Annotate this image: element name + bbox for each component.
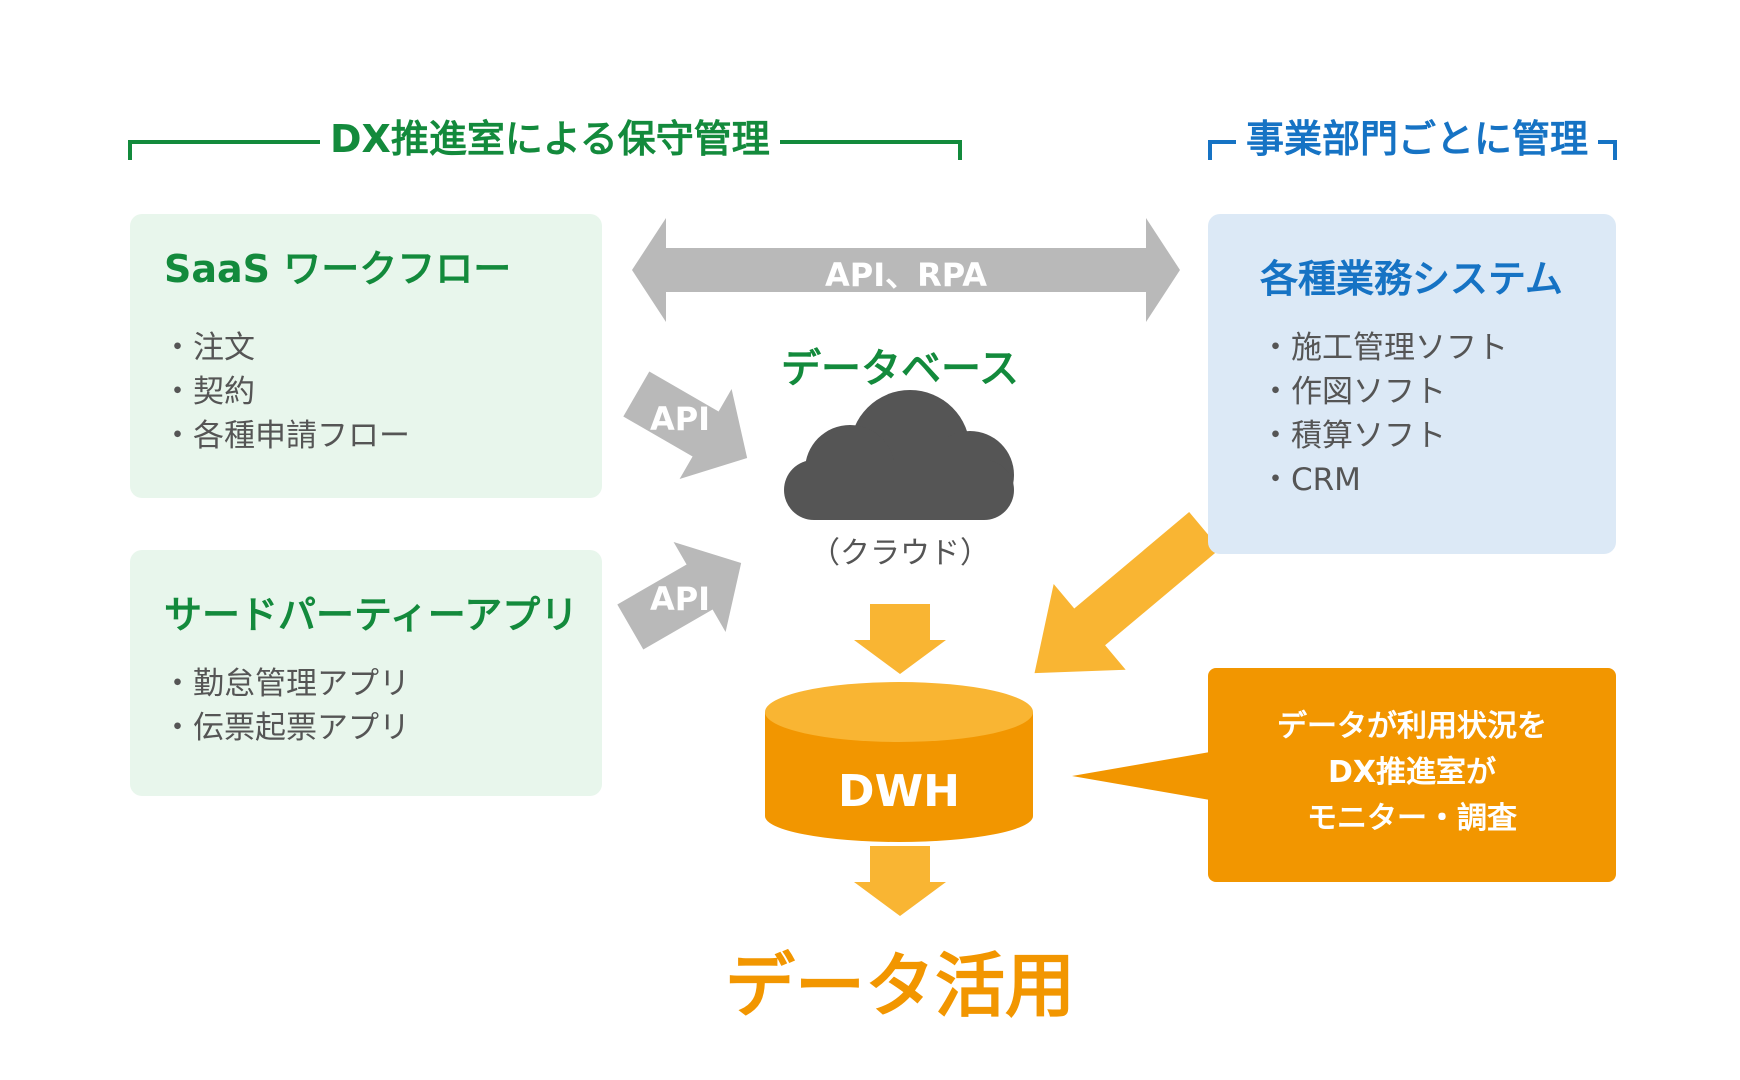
api-rpa-label: API、RPA bbox=[824, 256, 988, 294]
business-systems-panel: 各種業務システム 施工管理ソフト 作図ソフト 積算ソフト CRM bbox=[1208, 214, 1616, 554]
list-item: 施工管理ソフト bbox=[1260, 326, 1508, 370]
api-upper-label: API bbox=[649, 400, 711, 438]
api-arrow-lower-icon bbox=[617, 541, 742, 650]
dx-management-header: DX推進室による保守管理 bbox=[320, 116, 780, 162]
dwh-cylinder-icon bbox=[765, 682, 1033, 842]
third-party-app-list: 勤怠管理アプリ 伝票起票アプリ bbox=[162, 662, 410, 750]
monitoring-callout-text: データが利用状況を DX推進室が モニター・調査 bbox=[1208, 704, 1616, 842]
cloud-to-dwh-arrow-icon bbox=[854, 604, 946, 674]
cloud-icon bbox=[784, 390, 1014, 520]
list-item: CRM bbox=[1260, 458, 1508, 502]
database-title: データベース bbox=[781, 346, 1019, 392]
list-item: 積算ソフト bbox=[1260, 414, 1508, 458]
business-to-dwh-arrow-icon bbox=[1034, 512, 1221, 674]
callout-line-2: DX推進室が bbox=[1327, 755, 1497, 790]
saas-workflow-list: 注文 契約 各種申請フロー bbox=[162, 326, 410, 458]
list-item: 注文 bbox=[162, 326, 410, 370]
business-systems-list: 施工管理ソフト 作図ソフト 積算ソフト CRM bbox=[1260, 326, 1508, 502]
list-item: 作図ソフト bbox=[1260, 370, 1508, 414]
list-item: 各種申請フロー bbox=[162, 414, 410, 458]
third-party-app-panel: サードパーティーアプリ 勤怠管理アプリ 伝票起票アプリ bbox=[130, 550, 602, 796]
api-lower-label: API bbox=[649, 580, 711, 618]
list-item: 伝票起票アプリ bbox=[162, 706, 410, 750]
callout-line-1: データが利用状況を bbox=[1277, 709, 1547, 744]
saas-workflow-title: SaaS ワークフロー bbox=[164, 247, 512, 291]
dwh-to-usage-arrow-icon bbox=[854, 846, 946, 916]
callout-line-3: モニター・調査 bbox=[1307, 801, 1517, 836]
api-arrow-upper-icon bbox=[623, 371, 748, 480]
business-systems-title: 各種業務システム bbox=[1260, 257, 1563, 301]
third-party-app-title: サードパーティーアプリ bbox=[164, 593, 579, 637]
saas-workflow-panel: SaaS ワークフロー 注文 契約 各種申請フロー bbox=[130, 214, 602, 498]
data-usage-title: データ活用 bbox=[725, 945, 1075, 1027]
list-item: 契約 bbox=[162, 370, 410, 414]
api-rpa-double-arrow-icon bbox=[632, 218, 1180, 322]
dwh-label: DWH bbox=[838, 766, 960, 817]
monitoring-callout-shape bbox=[1072, 668, 1616, 882]
list-item: 勤怠管理アプリ bbox=[162, 662, 410, 706]
department-management-header: 事業部門ごとに管理 bbox=[1236, 116, 1599, 162]
cloud-caption: （クラウド） bbox=[810, 536, 990, 571]
